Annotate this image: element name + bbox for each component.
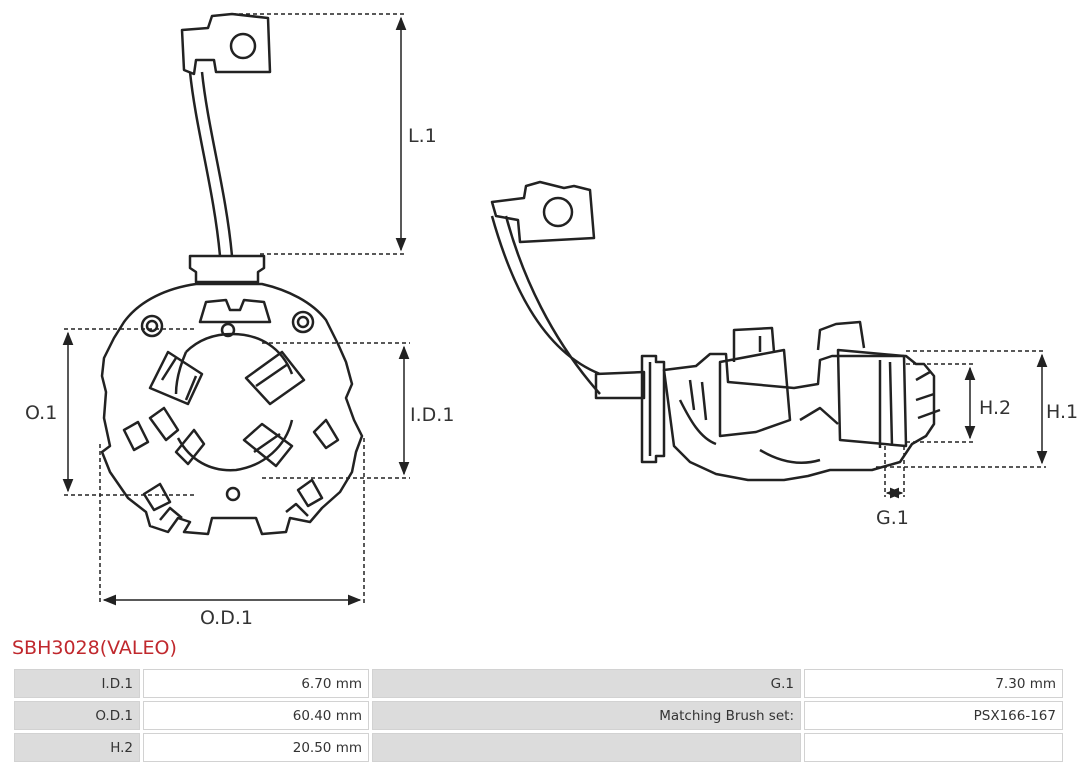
front-left-mount-hole — [140, 314, 164, 338]
spec-label: I.D.1 — [14, 669, 140, 698]
side-brush-box-right — [816, 320, 908, 448]
spec-label: H.2 — [14, 733, 140, 762]
side-body — [662, 352, 936, 482]
spec-value: 6.70 mm — [143, 669, 369, 698]
spec-label — [372, 733, 801, 762]
front-clip-left — [122, 420, 172, 512]
spec-label: Matching Brush set: — [372, 701, 801, 730]
side-view — [490, 180, 941, 482]
side-plate-edge — [640, 354, 666, 464]
label-h1: H.1 — [1046, 401, 1078, 423]
spec-value: 7.30 mm — [804, 669, 1063, 698]
table-row: I.D.1 6.70 mm G.1 7.30 mm — [14, 669, 1063, 698]
label-l1: L.1 — [408, 125, 437, 147]
side-spring-clip — [915, 370, 941, 420]
front-dimension-lines — [62, 13, 410, 606]
spec-label: O.D.1 — [14, 701, 140, 730]
table-row: O.D.1 60.40 mm Matching Brush set: PSX16… — [14, 701, 1063, 730]
label-o1: O.1 — [25, 402, 57, 424]
spec-value: 20.50 mm — [143, 733, 369, 762]
label-g1: G.1 — [876, 507, 909, 529]
table-row: H.2 20.50 mm — [14, 733, 1063, 762]
side-terminal-hole — [542, 196, 574, 228]
front-terminal-lug — [180, 12, 272, 76]
side-dimension-lines — [876, 350, 1048, 499]
product-title: SBH3028(VALEO) — [12, 637, 177, 659]
spec-label: G.1 — [372, 669, 801, 698]
side-wire-sleeve — [594, 370, 646, 400]
front-bottom-rivet-hole — [225, 486, 241, 502]
front-lead-wire — [188, 71, 234, 257]
front-brush-box-lower-right — [242, 422, 294, 468]
side-terminal-lug — [490, 180, 596, 244]
front-connector-block — [188, 254, 266, 284]
spec-value: PSX166-167 — [804, 701, 1063, 730]
front-right-mount-hole — [291, 310, 315, 334]
front-top-notch — [198, 298, 272, 324]
front-brush-box-upper-right — [244, 350, 306, 406]
front-right-mount-hole-inner — [296, 315, 310, 329]
label-od1: O.D.1 — [200, 607, 253, 629]
spec-value: 60.40 mm — [143, 701, 369, 730]
specs-table: I.D.1 6.70 mm G.1 7.30 mm O.D.1 60.40 mm… — [11, 666, 1066, 765]
front-view — [100, 12, 364, 536]
side-body-detail — [678, 379, 839, 464]
side-brush-box-left — [718, 326, 792, 438]
front-brush-box-lower-left — [148, 406, 206, 466]
front-brush-box-upper-left — [148, 350, 204, 406]
front-bottom-tab-left — [159, 506, 183, 521]
label-id1: I.D.1 — [410, 404, 454, 426]
brush-holder-diagram: L.1 O.1 I.D.1 O.D.1 H.2 H.1 G.1 — [25, 12, 1078, 629]
front-top-rivet-hole — [220, 322, 236, 338]
label-h2: H.2 — [979, 397, 1011, 419]
front-clip-right — [296, 418, 340, 508]
front-bottom-tab-right — [285, 502, 309, 517]
front-left-mount-hole-inner — [145, 319, 159, 333]
front-outer-plate — [100, 282, 364, 536]
front-terminal-hole — [229, 32, 257, 60]
side-lead-wire — [490, 215, 601, 395]
spec-value — [804, 733, 1063, 762]
